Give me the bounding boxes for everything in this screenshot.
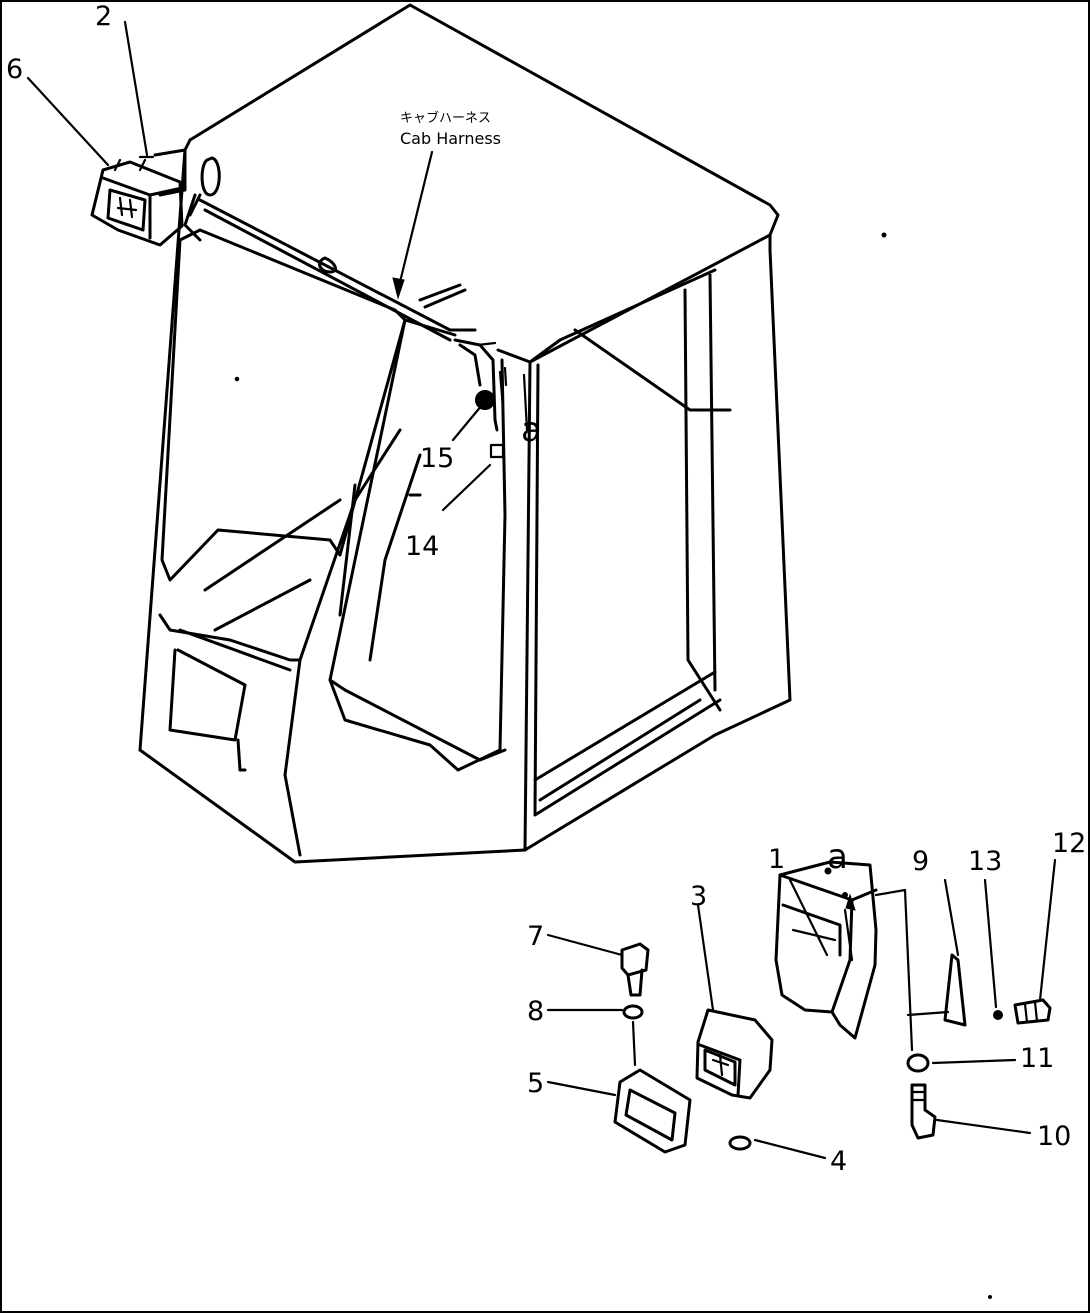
exploded-lamp-parts bbox=[613, 860, 1052, 1154]
part-label-8: 8 bbox=[527, 996, 544, 1027]
part-label-1: 1 bbox=[768, 844, 785, 875]
annotation-english: Cab Harness bbox=[400, 129, 501, 148]
cab-body bbox=[138, 3, 792, 864]
part-15-grommet-mark bbox=[475, 390, 495, 410]
part-label-12: 12 bbox=[1052, 828, 1086, 859]
part-14-connector-mark bbox=[489, 443, 505, 459]
part-label-9: 9 bbox=[912, 846, 929, 877]
view-marker-cab: a bbox=[521, 410, 542, 450]
speck-marks bbox=[234, 232, 992, 1299]
part-4-nut-mark bbox=[728, 1135, 752, 1151]
roof-lamp-assembly bbox=[90, 148, 187, 247]
part-label-13: 13 bbox=[968, 846, 1002, 877]
part-label-5: 5 bbox=[527, 1068, 544, 1099]
part-label-6: 6 bbox=[6, 54, 23, 85]
part-label-14: 14 bbox=[405, 531, 439, 562]
part-label-15: 15 bbox=[420, 443, 454, 474]
part-label-2: 2 bbox=[95, 1, 112, 32]
part-label-4: 4 bbox=[830, 1146, 847, 1177]
leader-lines bbox=[26, 20, 1057, 1160]
part-13-washer-mark bbox=[993, 1010, 1003, 1020]
bracket-hole-mark bbox=[842, 892, 848, 898]
part-8-washer-mark bbox=[622, 1004, 644, 1020]
cab-harness-wire bbox=[453, 338, 508, 459]
part-label-7: 7 bbox=[527, 921, 544, 952]
annotation-japanese: キャブハーネス bbox=[400, 110, 491, 126]
bracket-hole-mark bbox=[824, 867, 832, 875]
view-marker-detail: a bbox=[827, 837, 848, 877]
part-11-washer-mark bbox=[906, 1053, 930, 1073]
part-label-11: 11 bbox=[1020, 1043, 1054, 1074]
part-label-10: 10 bbox=[1037, 1121, 1071, 1152]
part-label-3: 3 bbox=[690, 881, 707, 912]
callout-labels: キャブハーネス Cab Harness a a 2 6 15 14 1 9 13… bbox=[6, 1, 1086, 1177]
